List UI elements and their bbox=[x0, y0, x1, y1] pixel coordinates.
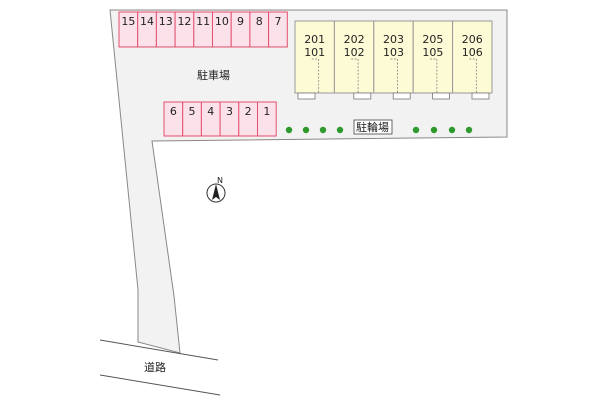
unit-stair-line bbox=[469, 58, 477, 93]
parking-slot-number: 7 bbox=[274, 15, 281, 28]
apartment-unit bbox=[412, 20, 454, 94]
parking-slot-number: 15 bbox=[121, 15, 135, 28]
parking-slot-number: 13 bbox=[159, 15, 173, 28]
bicycle-parking-label-box bbox=[353, 119, 393, 135]
parking-slot-number: 11 bbox=[196, 15, 210, 28]
unit-entrance bbox=[392, 92, 411, 100]
unit-stair-line bbox=[390, 58, 398, 93]
unit-entrance bbox=[432, 92, 451, 100]
unit-number-lower: 102 bbox=[344, 46, 365, 59]
unit-entrance bbox=[471, 92, 490, 100]
parking-slot bbox=[257, 101, 277, 137]
parking-slot-number: 1 bbox=[263, 105, 270, 118]
apartment-unit bbox=[294, 20, 335, 94]
unit-number-lower: 105 bbox=[422, 46, 443, 59]
unit-stair-line bbox=[429, 58, 438, 93]
road-edge-lower bbox=[99, 374, 221, 396]
unit-stair-line bbox=[311, 58, 320, 93]
road-edge-upper bbox=[99, 339, 219, 361]
bicycle-parking-dot bbox=[336, 126, 344, 134]
bicycle-parking-dot bbox=[285, 126, 293, 134]
unit-number-lower: 106 bbox=[462, 46, 483, 59]
compass-label: N bbox=[217, 176, 223, 185]
unit-entrance bbox=[297, 92, 316, 100]
parking-slot-number: 2 bbox=[245, 105, 252, 118]
parking-slot-number: 12 bbox=[177, 15, 191, 28]
unit-number-upper: 202 bbox=[344, 33, 365, 46]
apartment-unit bbox=[452, 20, 493, 94]
parking-slot-number: 8 bbox=[256, 15, 263, 28]
bicycle-parking-label: 駐輪場 bbox=[356, 120, 389, 134]
unit-number-lower: 101 bbox=[304, 46, 325, 59]
unit-entrance bbox=[353, 92, 372, 100]
unit-stair-line bbox=[351, 58, 359, 93]
parking-label: 駐車場 bbox=[197, 68, 230, 82]
parking-slot-number: 10 bbox=[215, 15, 229, 28]
parking-slot-number: 4 bbox=[207, 105, 214, 118]
parking-slot-number: 3 bbox=[226, 105, 233, 118]
apartment-unit bbox=[373, 20, 414, 94]
parking-slot bbox=[268, 11, 288, 48]
road-label: 道路 bbox=[144, 360, 166, 374]
bicycle-parking-dot bbox=[430, 126, 438, 134]
parking-slot-number: 14 bbox=[140, 15, 154, 28]
parking-slot-number: 5 bbox=[189, 105, 196, 118]
unit-number-upper: 201 bbox=[304, 33, 325, 46]
unit-number-upper: 205 bbox=[422, 33, 443, 46]
bicycle-parking-dot bbox=[412, 126, 420, 134]
bicycle-parking-dot bbox=[319, 126, 327, 134]
parking-slot-number: 6 bbox=[170, 105, 177, 118]
bicycle-parking-dot bbox=[302, 126, 310, 134]
bicycle-parking-markers bbox=[285, 126, 473, 134]
bicycle-parking-dot bbox=[465, 126, 473, 134]
unit-number-lower: 103 bbox=[383, 46, 404, 59]
parking-slot-number: 9 bbox=[237, 15, 244, 28]
unit-number-upper: 206 bbox=[462, 33, 483, 46]
unit-number-upper: 203 bbox=[383, 33, 404, 46]
bicycle-parking-dot bbox=[448, 126, 456, 134]
compass-icon: N bbox=[206, 176, 226, 203]
